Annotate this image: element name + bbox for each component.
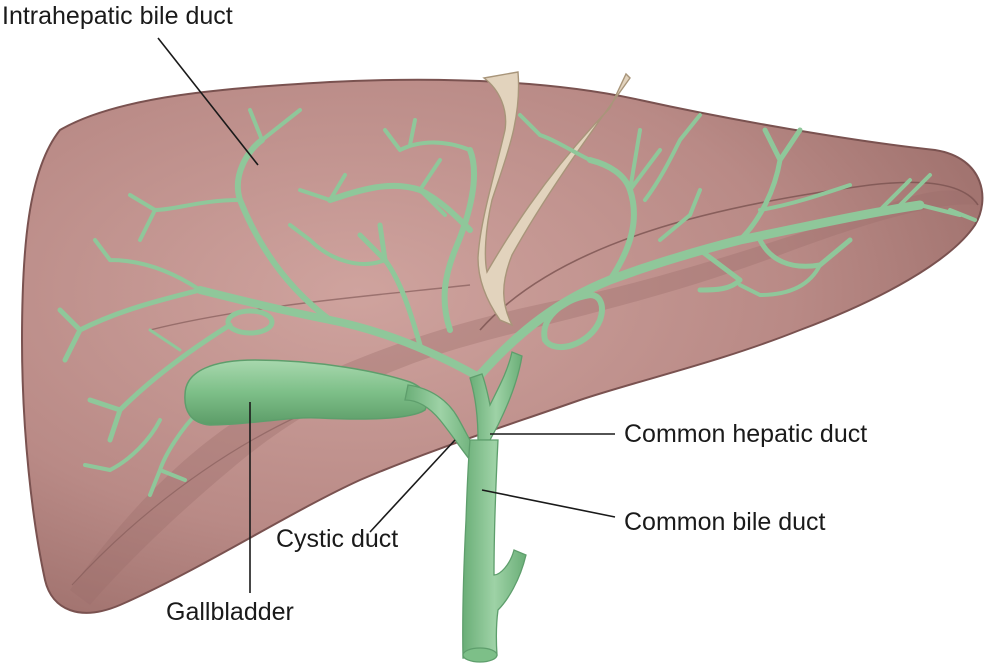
intrahepatic-bile-duct-label: Intrahepatic bile duct <box>2 4 233 29</box>
common-hepatic-duct-label: Common hepatic duct <box>624 422 867 447</box>
gallbladder-label: Gallbladder <box>166 600 294 625</box>
common-bile-duct <box>463 440 526 658</box>
common-bile-duct-label: Common bile duct <box>624 510 825 535</box>
cystic-duct-label: Cystic duct <box>276 527 398 552</box>
common-bile-duct-opening <box>463 648 497 662</box>
leader-common-bile <box>482 490 615 517</box>
